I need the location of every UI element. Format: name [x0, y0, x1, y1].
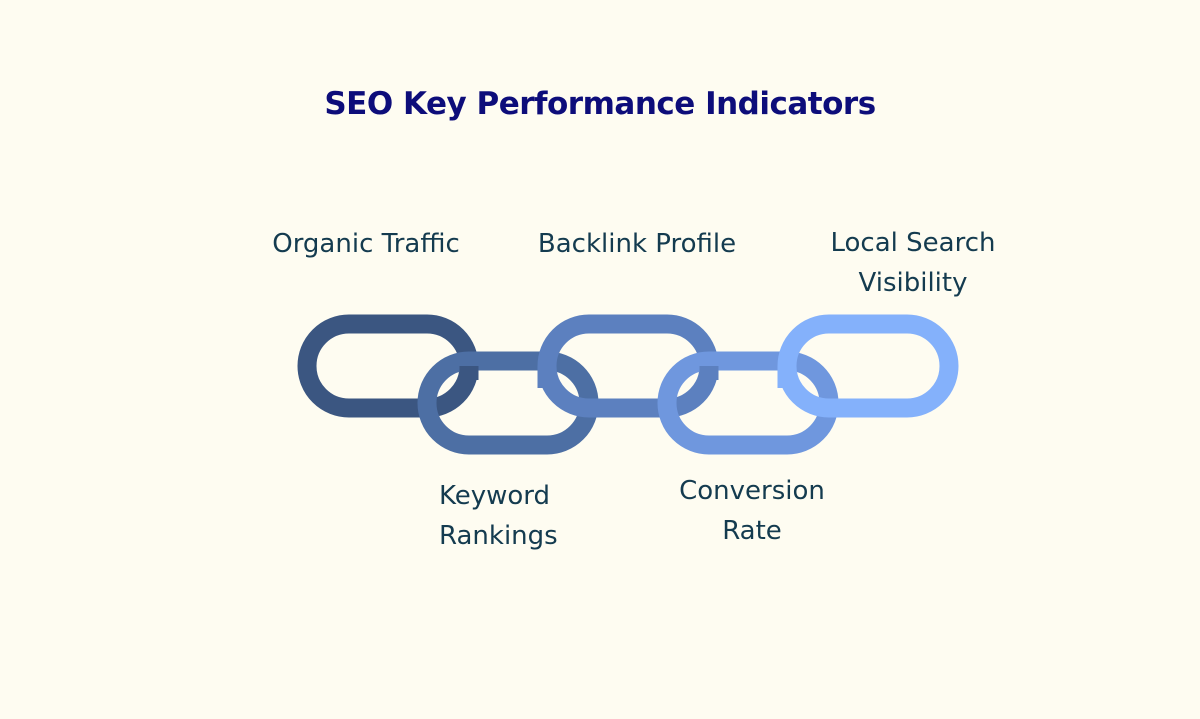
chain-interlock-overlays: [459, 366, 797, 388]
label-backlink-profile-line-1: Backlink Profile: [537, 229, 737, 259]
label-organic-traffic-line-1: Organic Traffic: [272, 229, 460, 259]
label-conversion-rate-line-2: Rate: [722, 516, 782, 546]
label-local-search-visibility-line-2: Visibility: [858, 268, 968, 298]
label-conversion-rate-line-1: Conversion: [679, 476, 825, 506]
label-local-search-visibility-line-1: Local Search: [830, 228, 996, 258]
label-backlink-profile: Backlink Profile: [507, 224, 767, 264]
label-keyword-rankings-line-1: Keyword: [439, 481, 551, 511]
label-organic-traffic: Organic Traffic: [236, 224, 496, 264]
label-keyword-rankings: Keyword Rankings: [422, 476, 592, 556]
label-keyword-rankings-line-2: Rankings: [439, 521, 558, 551]
label-local-search-visibility: Local Search Visibility: [793, 223, 1033, 303]
diagram-title: SEO Key Performance Indicators: [324, 86, 876, 122]
label-conversion-rate: Conversion Rate: [642, 471, 862, 551]
